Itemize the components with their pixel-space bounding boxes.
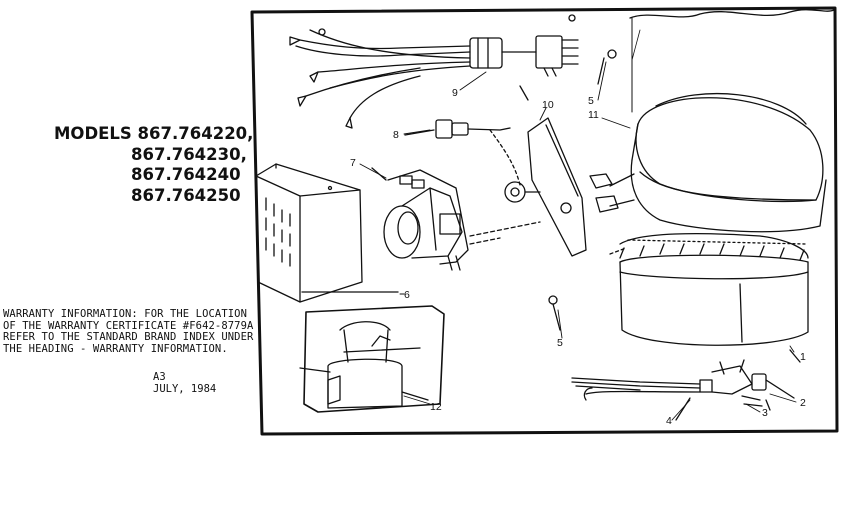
leader-lines [359, 61, 797, 421]
drawing-code: A3 [153, 371, 166, 383]
screws [519, 49, 617, 331]
part-1-jacket [619, 243, 809, 363]
part-2-3-4-assembly [571, 359, 795, 421]
part-label-7: 7 [350, 157, 356, 169]
part-label-6: 6 [404, 289, 410, 301]
warranty-line-2: OF THE WARRANTY CERTIFICATE #F642-8779A [3, 319, 254, 332]
tank-background [629, 9, 835, 113]
model-line-4: 867.764250 [131, 185, 241, 205]
part-8-fitting [404, 119, 511, 139]
part-label-10: 10 [542, 99, 554, 111]
part-label-12: 12 [430, 401, 442, 413]
warranty-line-3: REFER TO THE STANDARD BRAND INDEX UNDER [3, 331, 254, 343]
part-label-4: 4 [666, 415, 672, 427]
diagram-frame [250, 6, 839, 436]
part-label-3: 3 [762, 407, 768, 419]
part-12-inset [299, 305, 445, 413]
part-label-11: 11 [588, 109, 599, 121]
model-line-3: 867.764240 [131, 165, 241, 184]
part-6-cover-box [255, 163, 399, 303]
part-label-2: 2 [800, 397, 806, 409]
part-label-5-top: 5 [588, 95, 594, 107]
part-label-5-bottom: 5 [557, 337, 563, 349]
part-11-element-assembly [609, 92, 827, 259]
part-label-1: 1 [800, 351, 806, 363]
warranty-line-4: THE HEADING - WARRANTY INFORMATION. [3, 342, 228, 355]
warranty-line-1: WARRANTY INFORMATION: FOR THE LOCATION [3, 308, 248, 320]
part-label-8: 8 [393, 129, 399, 141]
part-7-controller [371, 167, 541, 271]
wire-harness [289, 14, 579, 129]
part-10-bracket [489, 117, 619, 257]
model-line-1: MODELS 867.764220, [54, 124, 254, 143]
part-number-labels: 1 2 3 4 5 5 6 7 8 9 10 11 12 [350, 87, 806, 427]
models-list: MODELS 867.764220, 867.764230, 867.76424… [54, 124, 253, 206]
model-line-2: 867.764230, [131, 144, 247, 164]
drawing-date: JULY, 1984 [153, 383, 217, 395]
part-label-9: 9 [452, 87, 458, 99]
